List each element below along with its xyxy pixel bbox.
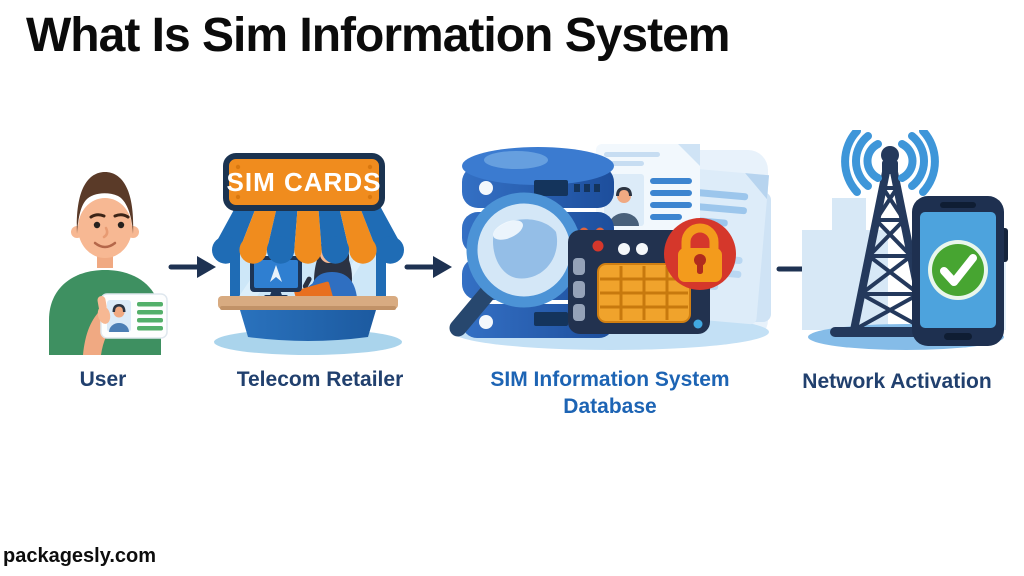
telecom-retailer-illustration: SIM CARDS xyxy=(212,148,404,360)
user-illustration xyxy=(35,158,190,355)
step-label-sim-information-system-database: SIM Information System Database xyxy=(490,368,730,419)
hand-icon xyxy=(97,296,111,324)
smartphone-icon xyxy=(912,196,1008,346)
sim-cards-sign: SIM CARDS xyxy=(223,153,385,211)
watermark: packagesly.com xyxy=(3,545,157,567)
checkmark-icon xyxy=(928,240,988,300)
sign-text: SIM CARDS xyxy=(227,167,382,197)
sim-database-illustration xyxy=(446,132,771,357)
flow-arrow-icon xyxy=(404,254,454,280)
flow-arrow-icon xyxy=(168,254,218,280)
step-label-telecom-retailer: Telecom Retailer xyxy=(236,368,404,391)
counter xyxy=(218,296,398,309)
sim-chip-icon xyxy=(597,263,691,323)
step-label-network-activation: Network Activation xyxy=(802,370,992,393)
id-card-icon xyxy=(100,293,168,339)
page-title: What Is Sim Information System xyxy=(26,9,730,62)
network-activation-illustration xyxy=(794,130,1014,355)
magnifying-glass-icon xyxy=(449,192,582,337)
padlock-icon xyxy=(664,218,736,290)
cell-tower-icon xyxy=(830,146,948,337)
step-label-user: User xyxy=(79,368,127,391)
booth-base xyxy=(240,310,376,341)
